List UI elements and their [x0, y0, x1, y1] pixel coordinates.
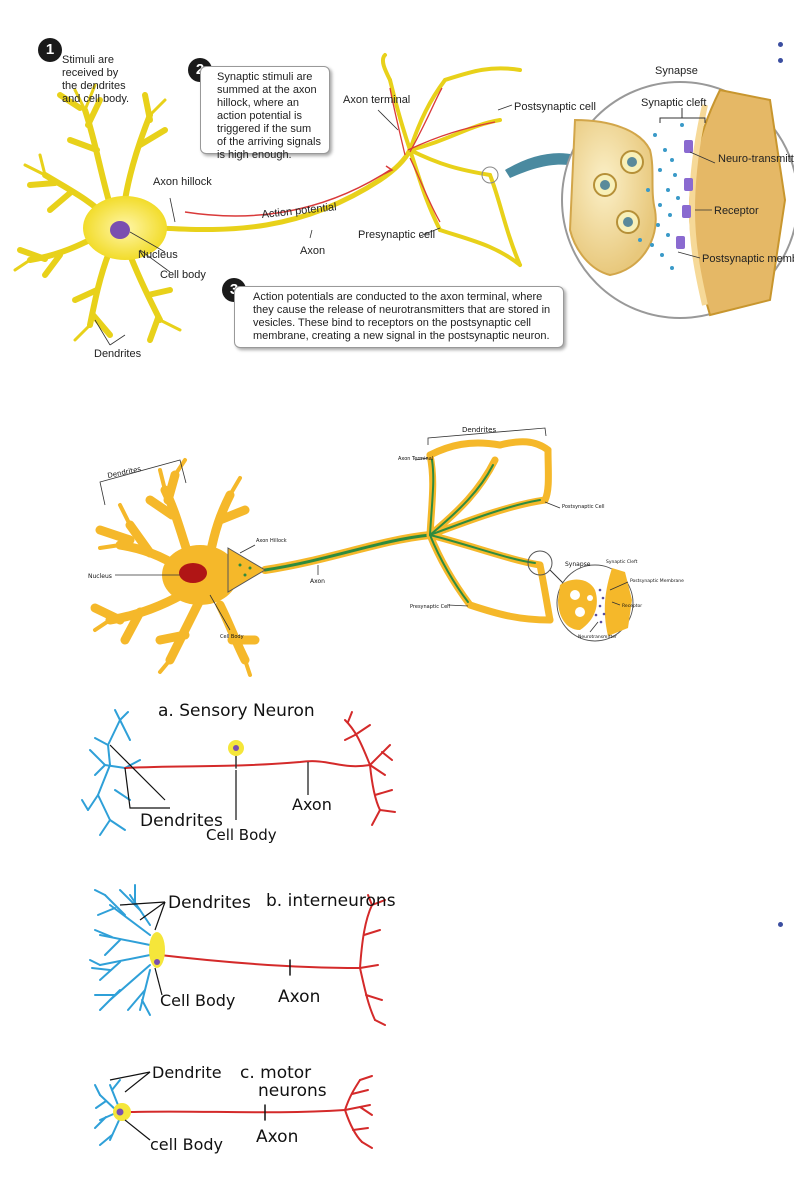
step-3-callout: Action potentials are conducted to the a…: [234, 286, 564, 348]
sensory-label-cell-body: Cell Body: [206, 826, 277, 844]
label-synapse-top: Synapse: [655, 65, 698, 77]
label-synaptic-cleft-top: Synaptic cleft: [641, 97, 706, 109]
motor-label-axon: Axon: [256, 1127, 298, 1147]
motor-nucleus-shape: [116, 1108, 124, 1116]
bullet-1: [778, 42, 783, 47]
mid-label-synaptic-cleft: Synaptic Cleft: [606, 559, 638, 565]
step-2-callout: Synaptic stimuli are summed at the axon …: [200, 66, 330, 161]
mid-label-presynaptic-cell: Presynaptic Cell: [410, 604, 450, 610]
mid-leader-lines: [99, 427, 629, 633]
mid-label-dendrites-left: Dendrites: [107, 465, 142, 480]
step-2-text: Synaptic stimuli are summed at the axon …: [217, 71, 321, 161]
sensory-leader-lines: [109, 744, 309, 820]
inter-title: b. interneurons: [266, 891, 396, 911]
motor-title-line2: neurons: [258, 1081, 327, 1101]
sensory-label-axon: Axon: [292, 795, 332, 814]
inter-nucleus-shape: [154, 959, 160, 965]
step-1-text: Stimuli are received by the dendrites an…: [62, 54, 130, 105]
mid-zoom-marker: [527, 550, 553, 576]
label-axon-terminal-top: Axon terminal: [343, 94, 410, 106]
mid-label-dendrites-right: Dendrites: [462, 426, 496, 434]
step-3-text: Action potentials are conducted to the a…: [253, 291, 551, 342]
bullet-3: [778, 922, 783, 927]
label-axon-hillock: Axon hillock: [153, 176, 212, 188]
label-postsynaptic-membrane-top: Postsynaptic membrane: [702, 253, 794, 265]
mid-label-nucleus: Nucleus: [88, 573, 112, 580]
motor-label-dendrite: Dendrite: [152, 1063, 222, 1082]
label-presynaptic-cell-top: Presynaptic cell: [358, 229, 435, 241]
sensory-nucleus-shape: [233, 745, 239, 751]
label-axon-top: Axon: [300, 245, 325, 257]
mid-label-axon-hillock: Axon Hillock: [256, 538, 287, 544]
mid-neuron: [90, 438, 554, 677]
mid-label-axon: Axon: [310, 578, 325, 585]
interneuron: [89, 884, 386, 1026]
sensory-label-dendrites: Dendrites: [140, 811, 223, 831]
mid-label-receptor: Receptor: [622, 603, 642, 609]
motor-leader-lines: [109, 1071, 151, 1141]
bullet-2: [778, 58, 783, 63]
mid-label-cell-body: Cell Body: [220, 634, 244, 640]
inter-label-cell-body: Cell Body: [160, 991, 235, 1010]
step-1-callout: Stimuli are received by the dendrites an…: [50, 46, 136, 108]
label-axon-terminal-text: Axon terminal: [343, 94, 410, 106]
motor-neuron: [94, 1075, 373, 1149]
label-receptor-top: Receptor: [714, 205, 759, 217]
mid-synapse-zoom: [556, 564, 634, 642]
label-dendrites-top: Dendrites: [94, 348, 142, 360]
mid-label-neurotransmitter: Neurotransmitter: [578, 634, 617, 640]
label-cell-body-top: Cell body: [160, 269, 206, 281]
label-postsynaptic-cell-top: Postsynaptic cell: [514, 101, 596, 113]
motor-label-cell-body: cell Body: [150, 1135, 223, 1154]
mid-label-postsynaptic-membrane: Postsynaptic Membrane: [630, 578, 684, 584]
synapse-zoom: [561, 81, 794, 319]
step-1-badge: 1: [38, 38, 62, 62]
label-nucleus-top: Nucleus: [138, 249, 178, 261]
label-neurotransmitter-top: Neuro-transmitter: [718, 153, 794, 165]
terminal-red-paths: [389, 87, 496, 223]
inter-cell-body-shape: [149, 932, 165, 968]
top-leader-lines: [94, 104, 716, 346]
mid-label-axon-terminal: Axon Terminal: [398, 456, 433, 462]
zoom-arrow: [505, 145, 595, 178]
inter-label-axon: Axon: [278, 987, 320, 1007]
mid-axon-hillock-shape: [227, 547, 266, 593]
mid-nucleus-shape: [179, 563, 207, 583]
mid-label-postsynaptic-cell: Postsynaptic Cell: [562, 504, 604, 510]
mid-label-synapse: Synapse: [565, 561, 591, 568]
top-nucleus-shape: [110, 221, 130, 239]
sensory-neuron: [81, 709, 396, 836]
sensory-title: a. Sensory Neuron: [158, 701, 315, 721]
motor-title-line1: c. motor: [240, 1063, 311, 1083]
synapse-zoom-marker: [481, 166, 499, 184]
action-potential-arrow: [184, 169, 391, 217]
inter-leader-lines: [119, 901, 166, 996]
inter-label-dendrites: Dendrites: [168, 893, 251, 913]
